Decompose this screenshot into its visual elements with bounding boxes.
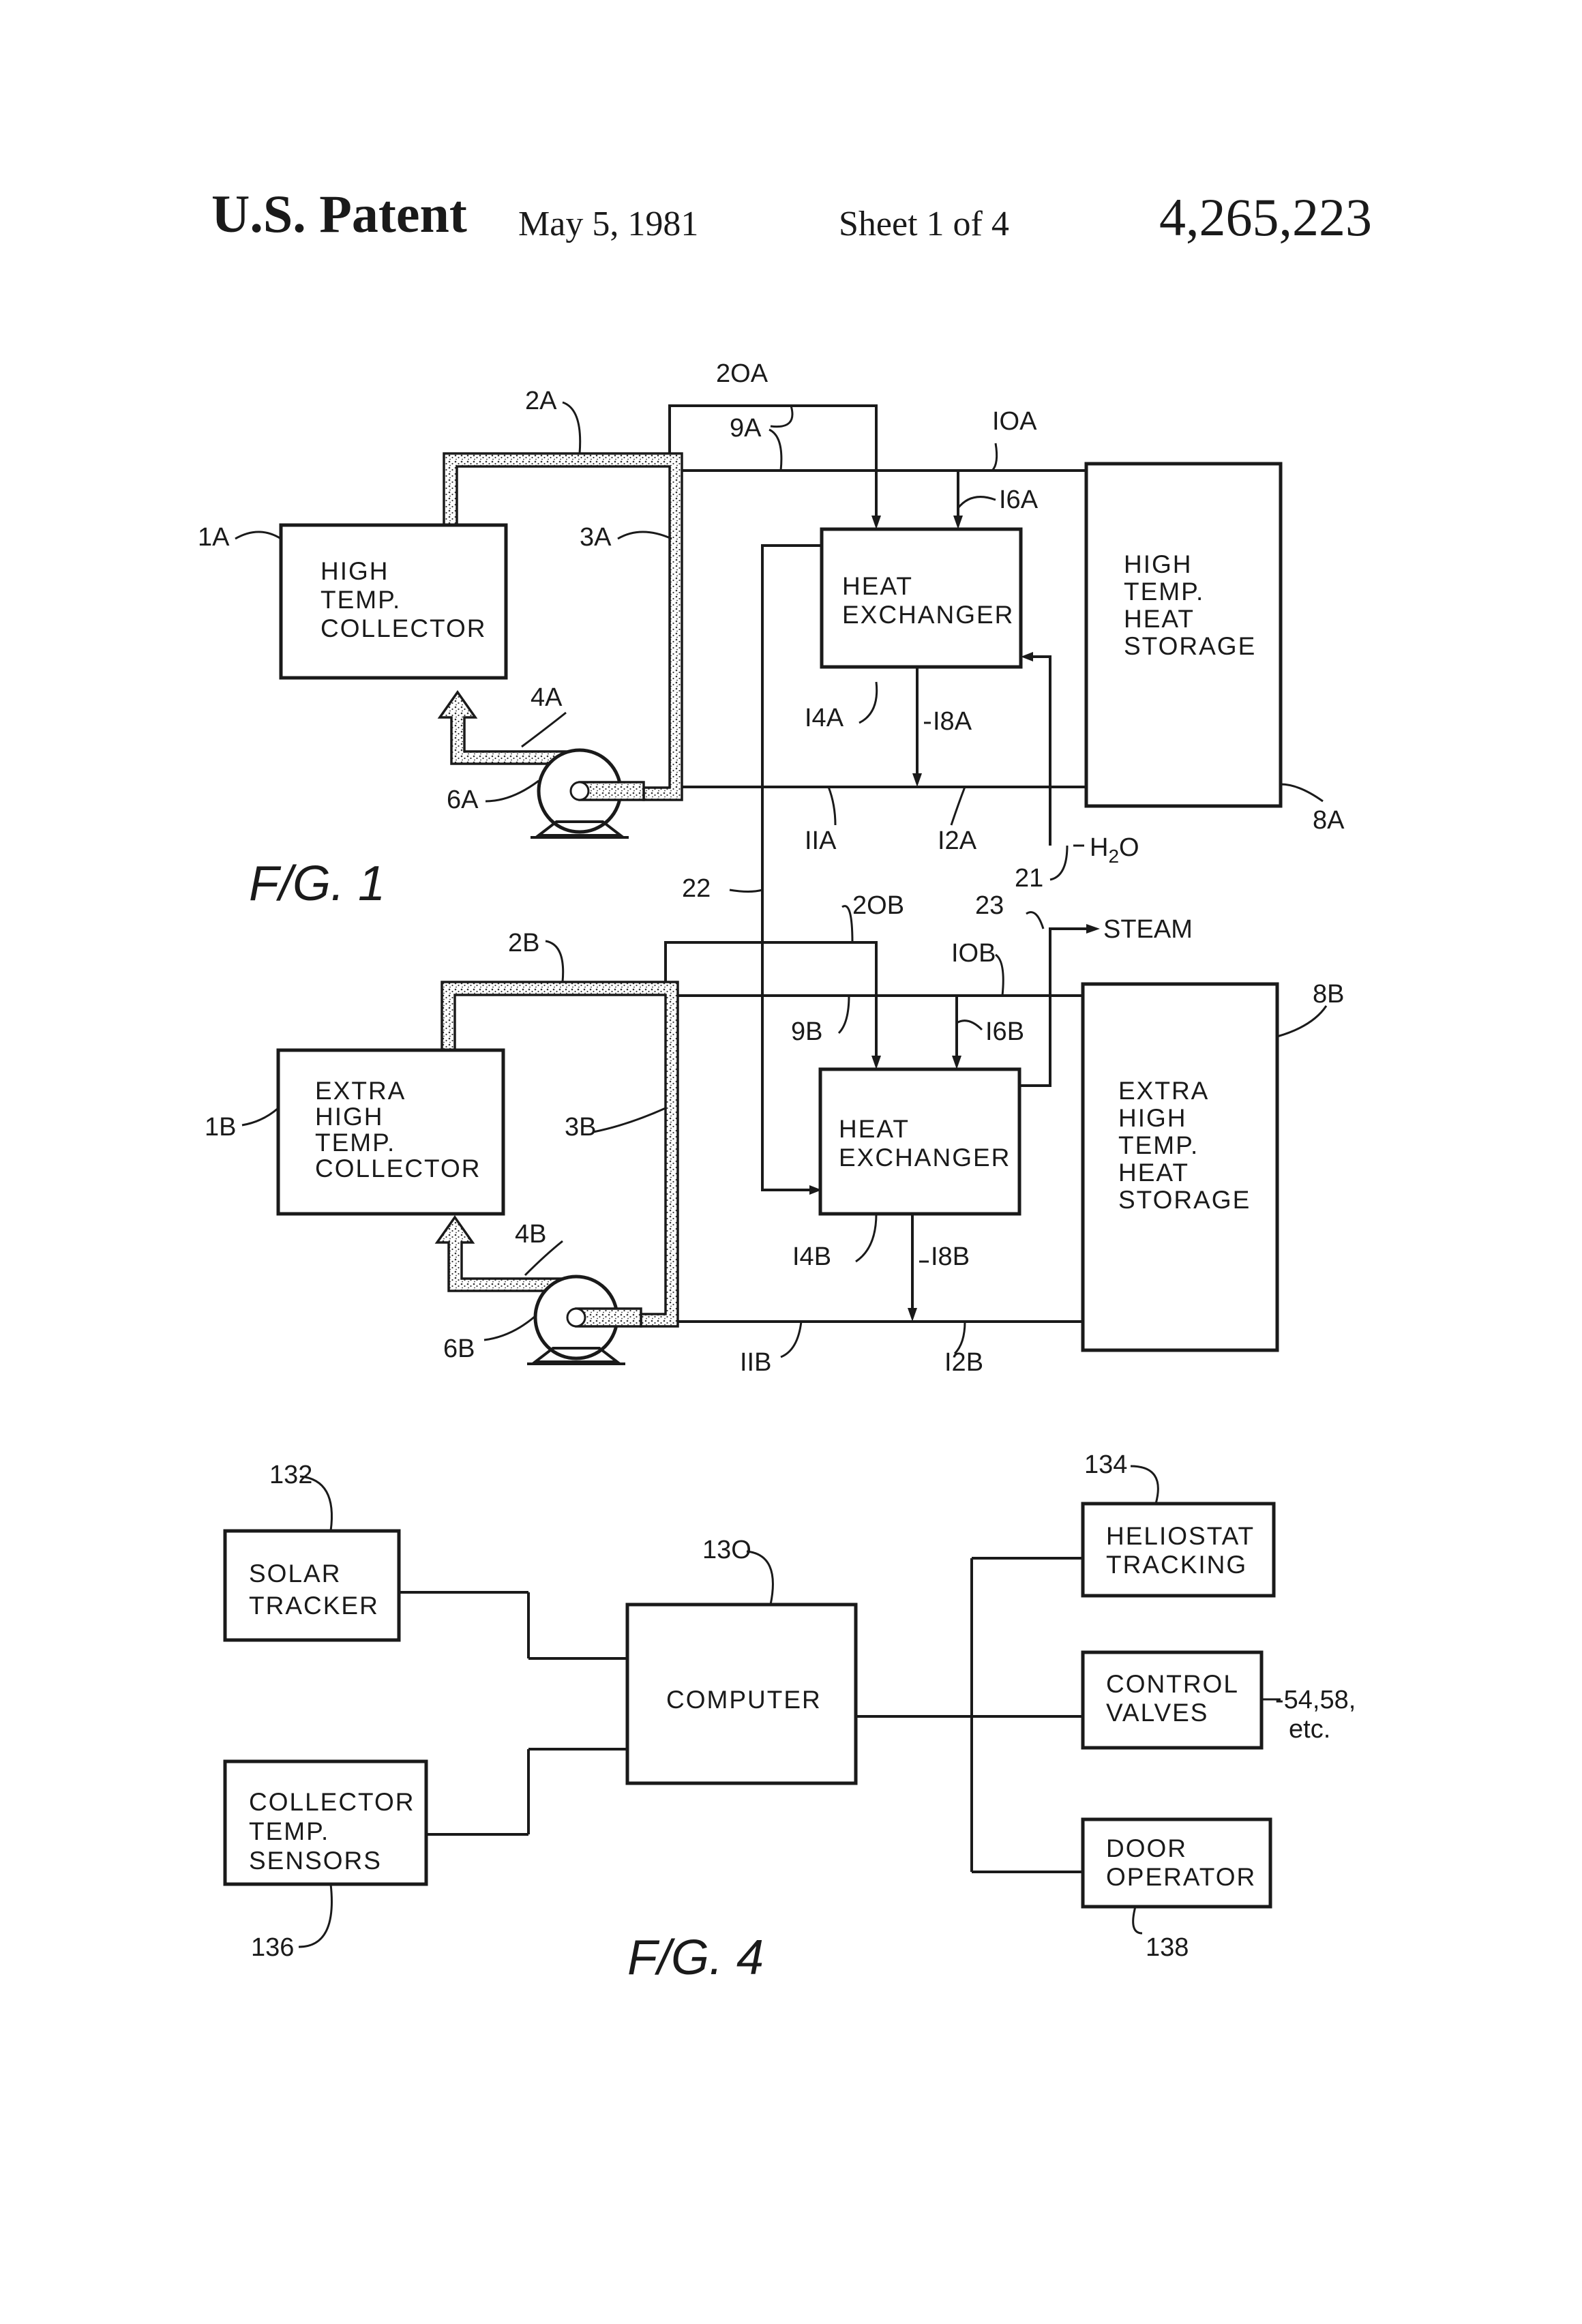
ref-8A: 8A [1313, 806, 1345, 835]
heliostat-line-2: TRACKING [1106, 1551, 1247, 1579]
water-label-h: H [1090, 833, 1108, 862]
ref-2A: 2A [525, 387, 557, 415]
fig1-label: F/G. 1 [249, 856, 385, 911]
extra-collector-line-1: EXTRA [315, 1077, 406, 1105]
line-20A [670, 406, 876, 517]
ref-10B: IOB [951, 939, 996, 968]
ref-4B: 4B [515, 1220, 546, 1249]
ref-14B: I4B [792, 1242, 831, 1271]
computer-label: COMPUTER [666, 1686, 822, 1714]
collector-sensors-line-3: SENSORS [249, 1847, 382, 1875]
pump-6A [531, 750, 644, 837]
fig1-system-b: EXTRA HIGH TEMP. COLLECTOR HEAT EXCHANGE… [278, 924, 1277, 1364]
ref-138: 138 [1146, 1933, 1189, 1962]
patent-number: 4,265,223 [1159, 188, 1372, 247]
ref-20B: 2OB [852, 891, 904, 920]
ref-4A: 4A [531, 683, 563, 712]
sheet-number: Sheet 1 of 4 [839, 205, 1009, 243]
ref-14A: I4A [805, 704, 844, 732]
ref-3A: 3A [580, 523, 612, 552]
ref-20A: 2OA [716, 359, 768, 388]
ref-18B: I8B [931, 1242, 970, 1271]
high-temp-storage-line-4: STORAGE [1124, 632, 1256, 660]
extra-collector-line-2: HIGH [315, 1103, 384, 1131]
extra-collector-line-3: TEMP. [315, 1129, 395, 1157]
control-valves-line-2: VALVES [1106, 1699, 1208, 1727]
water-label-subscript: 2 [1108, 846, 1119, 867]
heliostat-line-1: HELIOSTAT [1106, 1522, 1255, 1550]
high-temp-storage-line-2: TEMP. [1124, 578, 1204, 606]
ref-9B: 9B [791, 1017, 822, 1046]
solar-tracker-line-2: TRACKER [249, 1592, 379, 1620]
ref-12A: I2A [938, 826, 977, 855]
high-temp-collector-line-1: HIGH [320, 557, 389, 585]
heat-exchanger-b-line-2: EXCHANGER [839, 1144, 1011, 1172]
ref-16B: I6B [985, 1017, 1024, 1046]
ref-11A: IIA [805, 826, 837, 855]
ref-23: 23 [975, 891, 1004, 920]
ref-134: 134 [1084, 1450, 1127, 1479]
heat-exchanger-b-line-1: HEAT [839, 1115, 910, 1143]
ref-136: 136 [251, 1933, 294, 1962]
extra-storage-line-3: TEMP. [1118, 1131, 1199, 1159]
ref-130: 13O [702, 1536, 751, 1564]
collector-sensors-line-2: TEMP. [249, 1817, 329, 1845]
ref-1A: 1A [198, 523, 230, 552]
ref-11B: IIB [740, 1348, 771, 1377]
line-22 [762, 546, 822, 1190]
sheet-header: U.S. Patent May 5, 1981 Sheet 1 of 4 4,2… [211, 184, 1372, 247]
ref-1B: 1B [205, 1113, 236, 1142]
door-operator-line-1: DOOR [1106, 1834, 1187, 1862]
steam-label: STEAM [1103, 915, 1193, 944]
ref-2B: 2B [508, 929, 539, 957]
ref-3B: 3B [565, 1113, 596, 1142]
high-temp-collector-line-3: COLLECTOR [320, 614, 487, 642]
valve-refs-line-2: etc. [1289, 1715, 1330, 1744]
ref-132: 132 [269, 1461, 312, 1489]
heat-exchanger-a-line-2: EXCHANGER [842, 601, 1014, 629]
line-23-steam [1019, 929, 1088, 1086]
valve-refs-line-1: -54,58, [1275, 1686, 1356, 1714]
high-temp-storage-line-3: HEAT [1124, 605, 1195, 633]
water-label-o: O [1119, 833, 1139, 862]
control-valves-line-1: CONTROL [1106, 1670, 1239, 1698]
extra-storage-line-2: HIGH [1118, 1104, 1187, 1132]
fig4-label: F/G. 4 [627, 1931, 764, 1985]
extra-storage-line-5: STORAGE [1118, 1186, 1251, 1214]
water-label: H2O [1090, 833, 1139, 867]
ref-16A: I6A [999, 486, 1039, 514]
pump-6B [527, 1277, 641, 1364]
fig4-control-diagram: SOLAR TRACKER COLLECTOR TEMP. SENSORS CO… [225, 1450, 1356, 1985]
ref-10A: IOA [992, 407, 1037, 436]
extra-storage-line-4: HEAT [1118, 1159, 1189, 1187]
high-temp-collector-line-2: TEMP. [320, 586, 401, 614]
ref-6B: 6B [443, 1335, 475, 1363]
ref-8B: 8B [1313, 980, 1344, 1009]
collector-sensors-line-1: COLLECTOR [249, 1788, 415, 1816]
door-operator-line-2: OPERATOR [1106, 1863, 1256, 1891]
ref-21: 21 [1015, 864, 1043, 893]
ref-9A: 9A [730, 414, 762, 443]
solar-tracker-line-1: SOLAR [249, 1560, 341, 1588]
ref-18A: I8A [933, 707, 972, 736]
patent-date: May 5, 1981 [518, 205, 698, 243]
extra-collector-line-4: COLLECTOR [315, 1154, 481, 1182]
ref-12B: I2B [944, 1348, 983, 1377]
ref-6A: 6A [447, 786, 479, 814]
high-temp-storage-line-1: HIGH [1124, 550, 1193, 578]
patent-title: U.S. Patent [211, 184, 467, 243]
line-20B [666, 942, 876, 1057]
extra-storage-line-1: EXTRA [1118, 1077, 1209, 1105]
ref-22: 22 [682, 874, 711, 903]
heat-exchanger-a-line-1: HEAT [842, 572, 913, 600]
